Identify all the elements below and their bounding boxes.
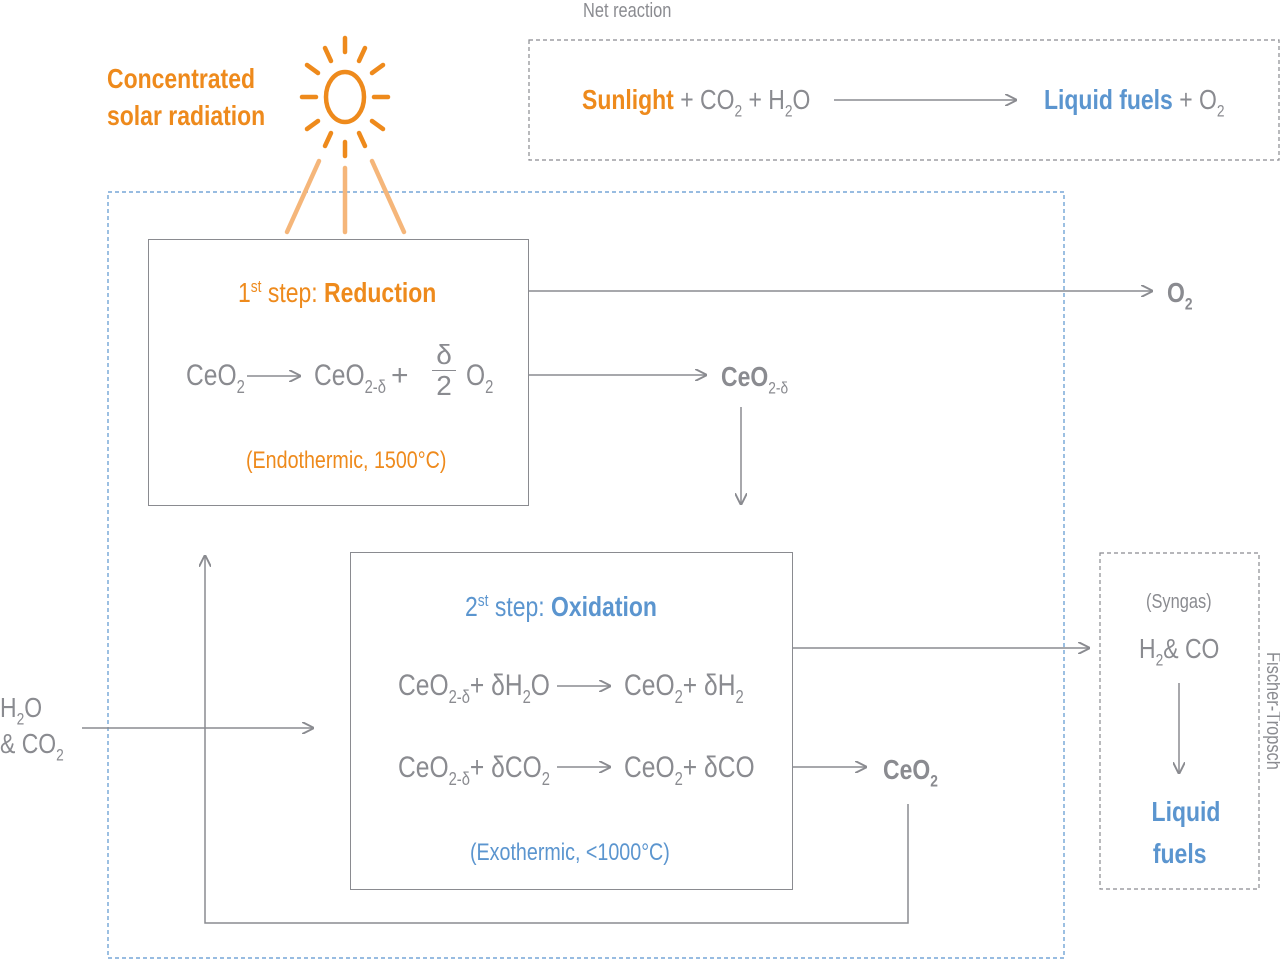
inputs-label: H2O & CO2 (0, 692, 64, 765)
oxidation-title: 2st step: Oxidation (465, 590, 657, 622)
ceo2d-output-label: CeO2-δ (721, 361, 789, 398)
net-reaction-left: Sunlight + CO2 + H2O (582, 84, 811, 121)
net-reaction-box (528, 39, 1280, 161)
sunlight-text: Sunlight (582, 84, 674, 115)
sun-icon (299, 35, 391, 159)
oxidation-eq2-left: CeO2-δ+ δCO2 (398, 751, 550, 790)
oxidation-eq2-right: CeO2+ δCO (624, 751, 755, 790)
reactor-boundary (107, 191, 1065, 959)
solar-beams (284, 158, 407, 235)
syngas-formula: H2& CO (1139, 633, 1220, 670)
oxidation-eq1-right: CeO2+ δH2 (624, 669, 744, 708)
fischer-tropsch-box (1099, 552, 1260, 890)
solar-label: Concentrated solar radiation (107, 63, 266, 131)
reduction-o2: O2 (466, 359, 494, 398)
syngas-label: (Syngas) (1146, 591, 1212, 613)
oxidation-eq1-left: CeO2-δ+ δH2O (398, 669, 550, 708)
oxidation-box (350, 552, 793, 890)
ft-liquid-fuels: Liquid fuels (1151, 796, 1221, 869)
fischer-tropsch-label: Fischer-Tropsch (1262, 652, 1280, 770)
o2-output-label: O2 (1167, 277, 1193, 314)
net-reaction-label: Net reaction (583, 0, 672, 22)
net-reaction-right: Liquid fuels + O2 (1044, 84, 1225, 121)
reduction-eq-right: CeO2-δ (314, 359, 386, 398)
reduction-plus: + (391, 359, 409, 392)
reduction-condition: (Endothermic, 1500°C) (246, 447, 447, 474)
recycle-loop (205, 556, 909, 924)
liquid-fuels-text: Liquid fuels (1044, 84, 1173, 115)
ceo2-output-label: CeO2 (883, 754, 938, 791)
oxidation-condition: (Exothermic, <1000°C) (470, 839, 670, 866)
reduction-box (148, 239, 529, 506)
reduction-eq-left: CeO2 (186, 359, 245, 398)
reduction-title: 1st step: Reduction (238, 276, 437, 308)
